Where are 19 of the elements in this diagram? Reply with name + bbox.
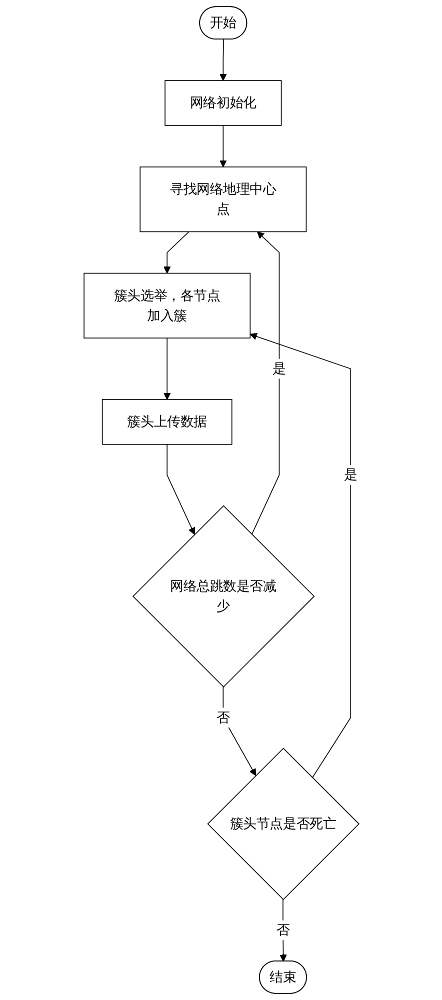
node-box: 网络初始化 bbox=[164, 80, 282, 126]
node-diamond: 簇头节点是否死亡 bbox=[206, 748, 360, 900]
edge-label: 否 bbox=[216, 709, 230, 726]
node-box: 簇头上传数据 bbox=[101, 399, 232, 445]
arrow bbox=[250, 231, 280, 535]
edge-label: 是 bbox=[344, 466, 357, 483]
arrow bbox=[249, 332, 351, 778]
arrow bbox=[219, 125, 226, 168]
arrow bbox=[162, 338, 170, 400]
arrow bbox=[219, 39, 226, 81]
arrow bbox=[166, 444, 195, 535]
edge-label: 是 bbox=[272, 360, 286, 376]
node-box: 簇头选举，各节点加入簇 bbox=[83, 272, 250, 338]
node-diamond: 网络总跳数是否减少 bbox=[132, 505, 314, 688]
node-box: 寻找网络地理中心点 bbox=[139, 166, 306, 232]
arrow bbox=[162, 231, 189, 274]
arrow bbox=[279, 899, 286, 962]
edge-label: 否 bbox=[276, 922, 290, 938]
arrow bbox=[222, 686, 256, 776]
